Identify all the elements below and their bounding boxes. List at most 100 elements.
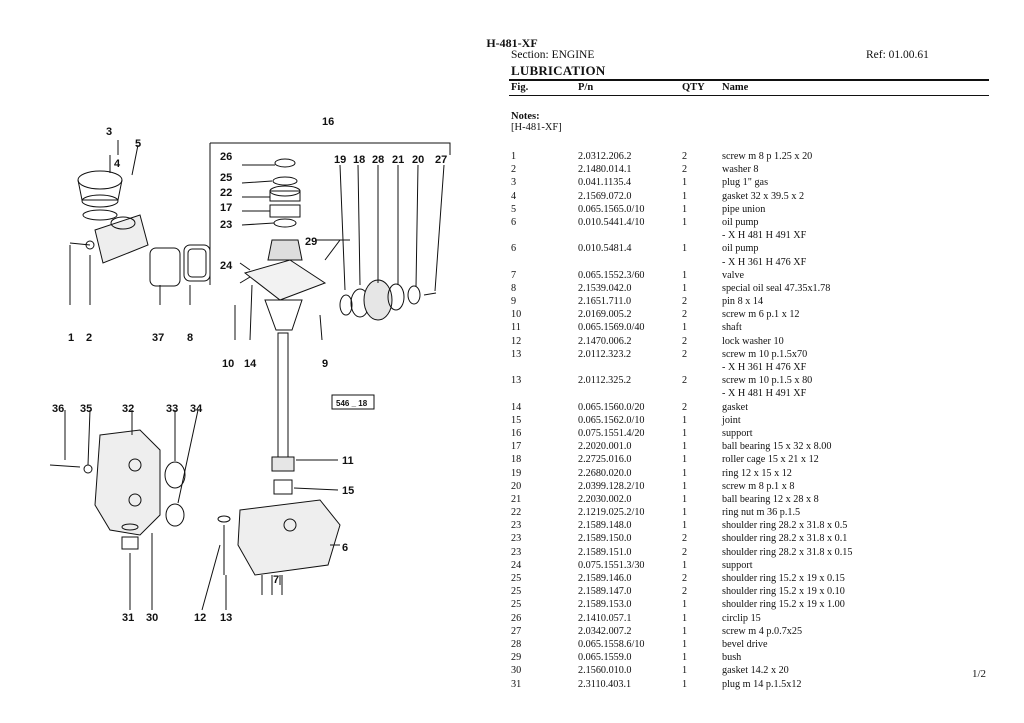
part-name: shoulder ring 15.2 x 19 x 1.00 [722, 599, 845, 611]
part-fig: 22 [511, 507, 522, 519]
callout-14: 14 [244, 358, 257, 370]
part-fig: 31 [511, 678, 522, 690]
part-name: gasket [722, 401, 749, 413]
part-qty: 1 [682, 493, 688, 505]
part-name: screw m 10 p.1.5x70 [722, 348, 808, 360]
part-fig: 23 [511, 533, 522, 545]
part-qty: 1 [682, 282, 688, 294]
part-number: 2.1410.057.1 [578, 612, 632, 624]
part-fig: 12 [511, 335, 522, 347]
part-qty: 1 [682, 414, 688, 426]
part-qty: 1 [682, 480, 688, 492]
part-name: ring nut m 36 p.1.5 [722, 507, 801, 519]
part-number: 2.1589.150.0 [578, 533, 632, 545]
part-name: shoulder ring 28.2 x 31.8 x 0.5 [722, 520, 848, 532]
part-number: 0.065.1569.0/40 [578, 322, 645, 334]
part-name: ring 12 x 15 x 12 [722, 467, 792, 479]
callout-7: 7 [273, 574, 279, 586]
part-number: 2.0112.325.2 [578, 375, 632, 387]
part-fig: 1 [511, 151, 517, 162]
page-heading: LUBRICATION [511, 63, 606, 78]
callout-8: 8 [187, 332, 193, 344]
part-name: joint [722, 414, 741, 426]
part-qty: 2 [682, 151, 688, 162]
callout-34: 34 [190, 403, 203, 415]
callout-6: 6 [342, 542, 348, 554]
part-name: plug m 14 p.1.5x12 [722, 678, 802, 690]
part-name: special oil seal 47.35x1.78 [722, 282, 831, 294]
callout-13: 13 [220, 612, 232, 624]
callout-20: 20 [412, 154, 424, 166]
part-name: shoulder ring 15.2 x 19 x 0.15 [722, 573, 845, 584]
part-name: shaft [722, 322, 742, 334]
notes-label: Notes: [511, 111, 540, 122]
part-name: valve [722, 269, 745, 281]
part-name: - X H 481 H 491 XF [722, 388, 807, 400]
part-qty: 1 [682, 243, 688, 255]
part-fig: 19 [511, 467, 522, 479]
part-qty: 1 [682, 203, 688, 215]
part-number: 2.0312.206.2 [578, 151, 632, 162]
part-number: 2.0342.007.2 [578, 625, 632, 637]
part-qty: 2 [682, 573, 688, 584]
part-name: shoulder ring 28.2 x 31.8 x 0.1 [722, 533, 848, 545]
callout-19: 19 [334, 154, 346, 166]
callout-4: 4 [114, 158, 121, 170]
part-qty: 1 [682, 454, 688, 466]
callout-17: 17 [220, 202, 232, 214]
part-qty: 1 [682, 427, 688, 439]
part-qty: 2 [682, 335, 688, 347]
part-qty: 2 [682, 375, 688, 387]
part-name: pipe union [722, 203, 766, 215]
part-number: 2.3110.403.1 [578, 678, 632, 690]
part-name: bush [722, 652, 742, 664]
callout-31: 31 [122, 612, 134, 624]
part-fig: 5 [511, 203, 517, 215]
part-fig: 11 [511, 322, 521, 334]
part-fig: 25 [511, 573, 522, 584]
part-qty: 1 [682, 520, 688, 532]
part-qty: 1 [682, 638, 688, 650]
part-name: bevel drive [722, 638, 768, 650]
part-number: 0.065.1560.0/20 [578, 401, 645, 413]
part-name: ball bearing 15 x 32 x 8.00 [722, 441, 832, 453]
part-number: 2.1589.146.0 [578, 573, 632, 584]
part-number: 2.1589.153.0 [578, 599, 632, 611]
callout-12: 12 [194, 612, 206, 624]
part-fig: 30 [511, 665, 522, 677]
part-name: lock washer 10 [722, 335, 784, 347]
part-name: oil pump [722, 216, 759, 228]
part-qty: 2 [682, 533, 688, 545]
parts-row: 23 2.1589.150.0 2 shoulder ring 28.2 x 31.8… [511, 532, 989, 545]
part-number: 2.1589.151.0 [578, 546, 632, 558]
notes-value: [H-481-XF] [511, 122, 562, 133]
callout-9: 9 [322, 358, 328, 370]
reference-label: Ref: 01.00.61 [866, 49, 929, 61]
part-fig: 20 [511, 480, 522, 492]
callout-22: 22 [220, 187, 232, 199]
part-fig: 25 [511, 599, 522, 611]
part-number: 2.0169.005.2 [578, 309, 632, 321]
callout-25: 25 [220, 172, 232, 184]
part-fig: 13 [511, 375, 522, 387]
part-name: - X H 481 H 491 XF [722, 230, 807, 242]
part-fig: 27 [511, 625, 522, 637]
parts-row: 25 2.1589.146.0 2 shoulder ring 15.2 x 19 x… [511, 572, 989, 585]
part-name: pin 8 x 14 [722, 296, 764, 308]
part-name: gasket 32 x 39.5 x 2 [722, 190, 805, 202]
part-name: screw m 8 p.1 x 8 [722, 480, 795, 492]
